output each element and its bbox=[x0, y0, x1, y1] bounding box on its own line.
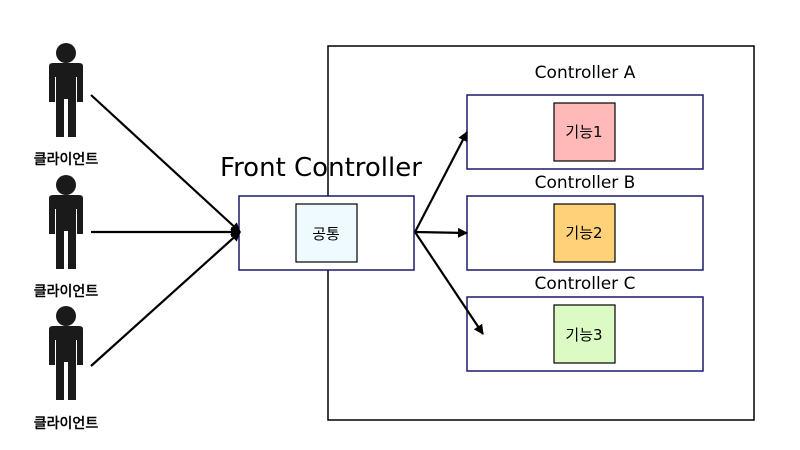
controller-b-title: Controller B bbox=[534, 173, 636, 193]
client-label: 클라이언트 bbox=[33, 416, 99, 432]
feature-2-label: 기능2 bbox=[565, 224, 603, 242]
client-figure-icon bbox=[49, 175, 83, 269]
front-controller-title: Front Controller bbox=[220, 153, 422, 183]
client-label: 클라이언트 bbox=[33, 152, 99, 168]
feature-1-label: 기능1 bbox=[565, 123, 603, 141]
controller-c-title: Controller C bbox=[534, 274, 636, 294]
flow-arrow bbox=[414, 231, 484, 335]
client-figure-icon bbox=[49, 306, 83, 400]
feature-box bbox=[553, 304, 616, 364]
flow-arrow bbox=[90, 231, 241, 367]
client-figure-icon bbox=[49, 43, 83, 137]
client-label: 클라이언트 bbox=[33, 284, 99, 300]
controller-a-title: Controller A bbox=[534, 63, 636, 83]
feature-3-label: 기능3 bbox=[565, 326, 603, 344]
feature-box bbox=[553, 203, 616, 263]
feature-box bbox=[553, 102, 616, 162]
flow-arrow bbox=[90, 94, 241, 233]
flow-arrow bbox=[414, 131, 468, 233]
flow-arrow bbox=[414, 227, 468, 238]
common-box bbox=[295, 203, 358, 263]
common-label: 공통 bbox=[312, 225, 340, 243]
